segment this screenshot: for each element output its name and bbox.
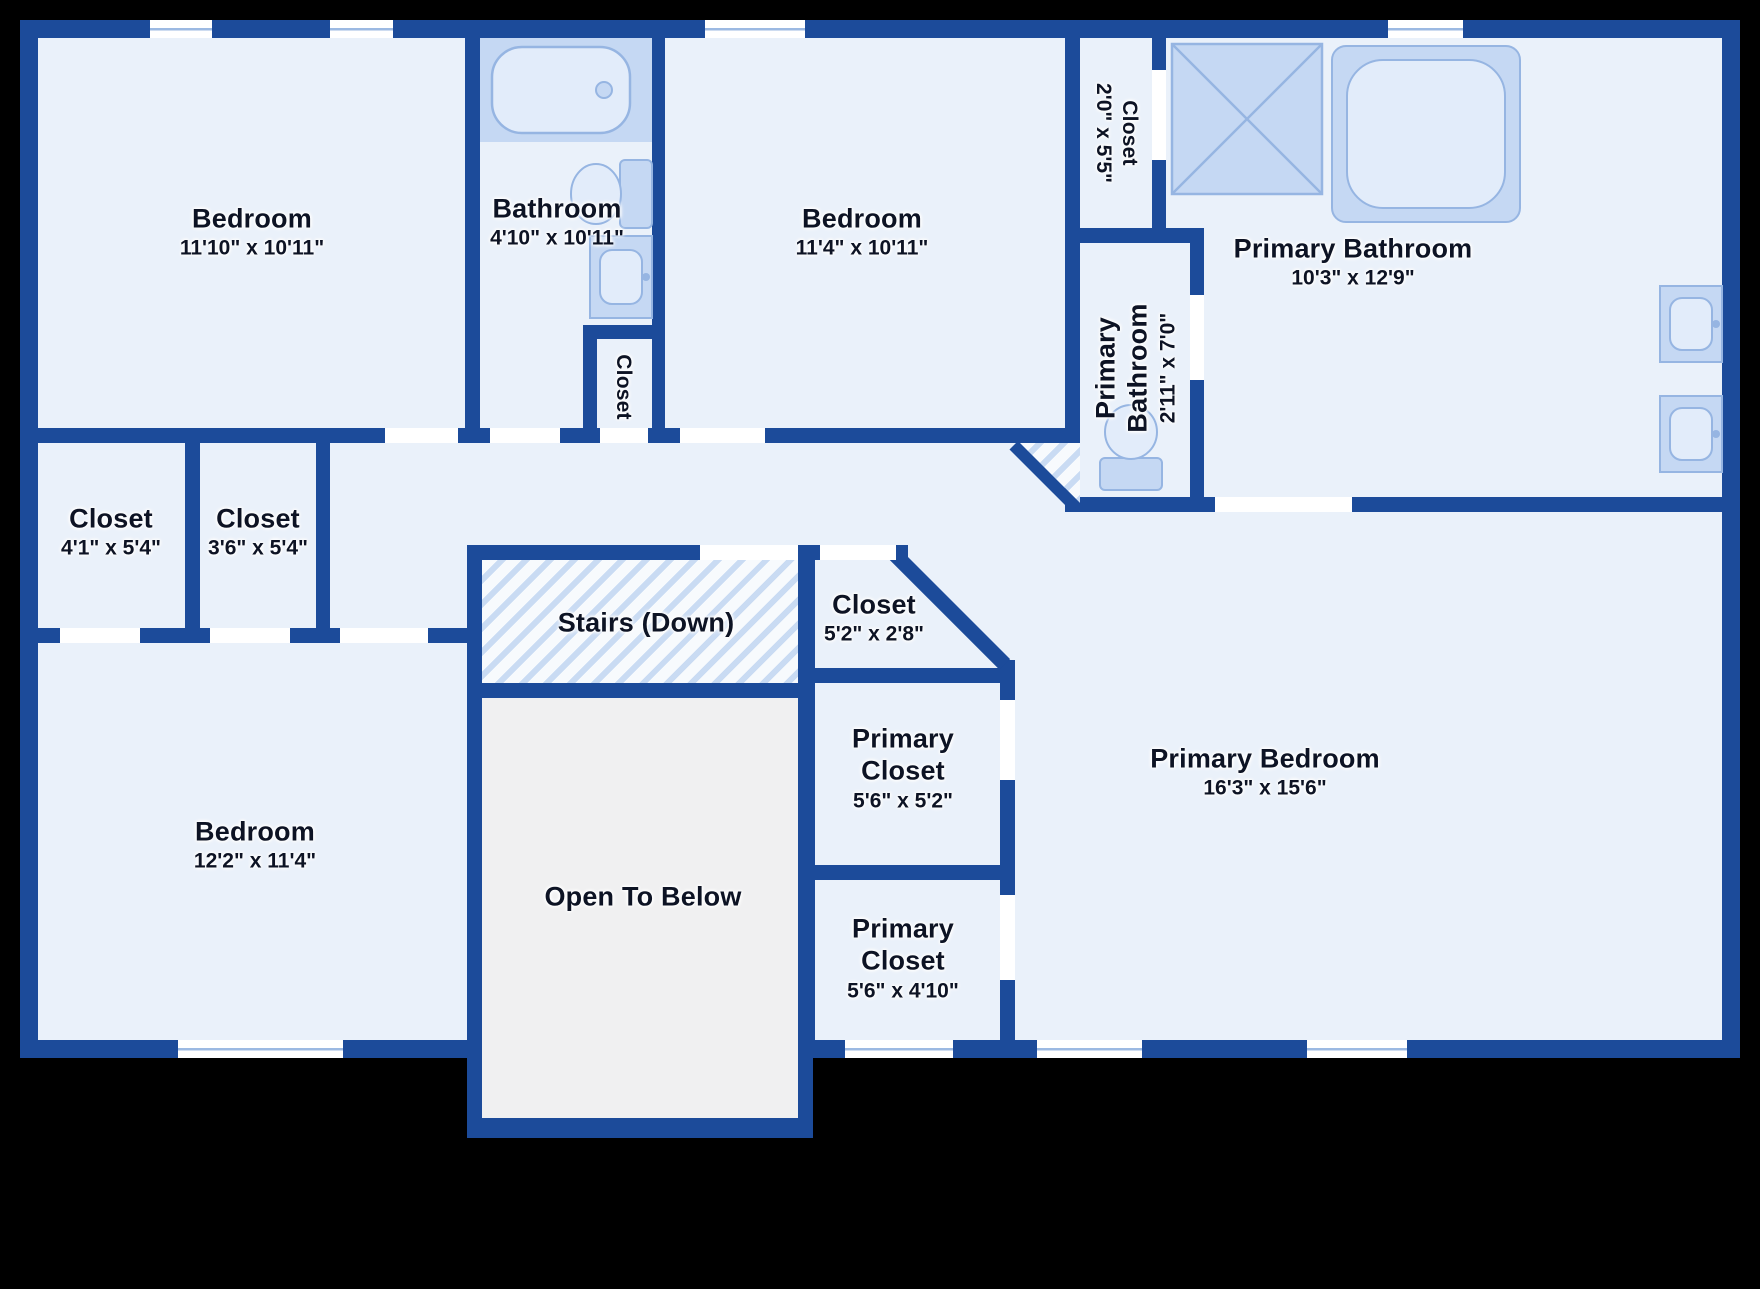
room-dims: 4'10" x 10'11" [490,226,624,250]
room-area-open-to-below [482,698,798,1118]
room-area-stairs [482,560,798,683]
room-label-bathroom: Bathroom 4'10" x 10'11" [490,194,624,251]
room-name: Bedroom [802,203,922,234]
door-opening-bedroom-bottom-left [340,628,428,643]
room-dims: 11'4" x 10'11" [795,236,929,260]
room-area-primary-bedroom [1015,512,1722,1040]
room-dims: 2'11" x 7'0" [1156,312,1180,424]
door-opening-primary-closet-2 [1000,895,1015,980]
window-bedroom3 [178,1040,343,1058]
room-dims: 5'2" x 2'8" [824,622,924,646]
room-label-primary-bathroom: Primary Bathroom 10'3" x 12'9" [1234,234,1473,291]
room-area-primary-bathroom-upper [1166,38,1722,228]
door-opening-bedroom-top-middle [680,428,765,443]
room-dims: 3'6" x 5'4" [208,536,308,560]
room-area-closet-left-1 [38,443,185,628]
window-closet-south [845,1040,953,1058]
window-bedroom1-b [330,20,393,38]
room-name: Closet [832,589,916,620]
wall-bath-closet-left [583,325,597,428]
room-area-hallway [330,443,1065,560]
room-label-primary-closet-1: Primary Closet 5'6" x 5'2" [821,723,986,814]
room-dims: 11'10" x 10'11" [179,236,325,260]
room-label-stairs: Stairs (Down) [558,608,735,639]
room-label-closet-middle: Closet 5'2" x 2'8" [824,590,924,647]
window-bedroom1-a [150,20,212,38]
room-name: Closet [612,354,635,420]
door-opening-bedroom-top-left [385,428,458,443]
room-area-bedroom-top-middle [665,38,1065,428]
room-name: Primary Bedroom [1150,743,1380,774]
room-name: Closet [1118,100,1141,166]
door-opening-closet-top-right [1152,70,1166,160]
room-dims: 10'3" x 12'9" [1291,266,1415,290]
door-opening-closet-middle [820,545,896,560]
room-name: Closet [69,503,153,534]
room-label-primary-wc: Primary Bathroom 2'11" x 7'0" [1090,286,1181,451]
window-primary-bedroom-b [1307,1040,1407,1058]
door-opening-bath-closet [600,428,648,443]
room-dims: 5'6" x 5'2" [853,789,953,813]
door-opening-primary-bathroom [1215,497,1352,512]
room-name: Closet [216,503,300,534]
room-dims: 4'1" x 5'4" [61,536,161,560]
room-area-primary-bathroom-lower [1204,228,1722,497]
room-label-bedroom-top-middle: Bedroom 11'4" x 10'11" [796,204,929,261]
room-name: Primary Closet [852,913,954,976]
room-label-closet-top-right: Closet 2'0" x 5'5" [1091,83,1141,183]
room-name: Bathroom [492,193,622,224]
room-label-bedroom-top-left: Bedroom 11'10" x 10'11" [180,204,324,261]
room-name: Open To Below [544,881,742,912]
room-label-open-to-below: Open To Below [544,882,741,913]
wall-bath-closet-top [583,325,652,339]
door-opening-primary-wc [1190,295,1204,380]
room-name: Primary Closet [852,723,954,786]
room-label-closet-left-2: Closet 3'6" x 5'4" [208,504,308,561]
room-label-primary-closet-2: Primary Closet 5'6" x 4'10" [821,913,986,1004]
room-label-bedroom-bottom-left: Bedroom 12'2" x 11'4" [194,817,316,874]
room-area-bedroom-top-left [38,38,465,428]
room-label-closet-left-1: Closet 4'1" x 5'4" [61,504,161,561]
room-name: Bedroom [195,816,315,847]
room-label-primary-bedroom: Primary Bedroom 16'3" x 15'6" [1150,744,1380,801]
room-name: Stairs (Down) [557,607,735,638]
room-area-hallway-column [330,560,467,628]
window-primary-bathroom [1388,20,1463,38]
room-name: Bedroom [192,203,312,234]
door-opening-closet-left-2 [210,628,290,643]
room-name: Primary Bathroom [1233,233,1473,264]
room-dims: 12'2" x 11'4" [193,849,317,873]
room-area-closet-left-2 [200,443,316,628]
door-opening-stairs [700,545,798,560]
room-dims: 16'3" x 15'6" [1203,776,1327,800]
room-name: Primary Bathroom [1090,303,1153,433]
room-area-bedroom-bottom-left [38,643,467,1040]
room-area-primary-closet-2 [815,880,1000,1040]
room-label-bath-closet: Closet [611,354,635,419]
room-area-primary-closet-1 [815,683,1000,865]
room-area-entry-corridor [1000,560,1015,660]
window-bedroom2 [705,20,805,38]
room-dims: 2'0" x 5'5" [1092,83,1115,183]
door-opening-closet-left-1 [60,628,140,643]
room-dims: 5'6" x 4'10" [847,979,959,1003]
window-primary-bedroom-a [1037,1040,1142,1058]
door-opening-bathroom [490,428,560,443]
room-area-closet-top-right [1080,38,1152,228]
door-opening-primary-closet-1 [1000,700,1015,780]
